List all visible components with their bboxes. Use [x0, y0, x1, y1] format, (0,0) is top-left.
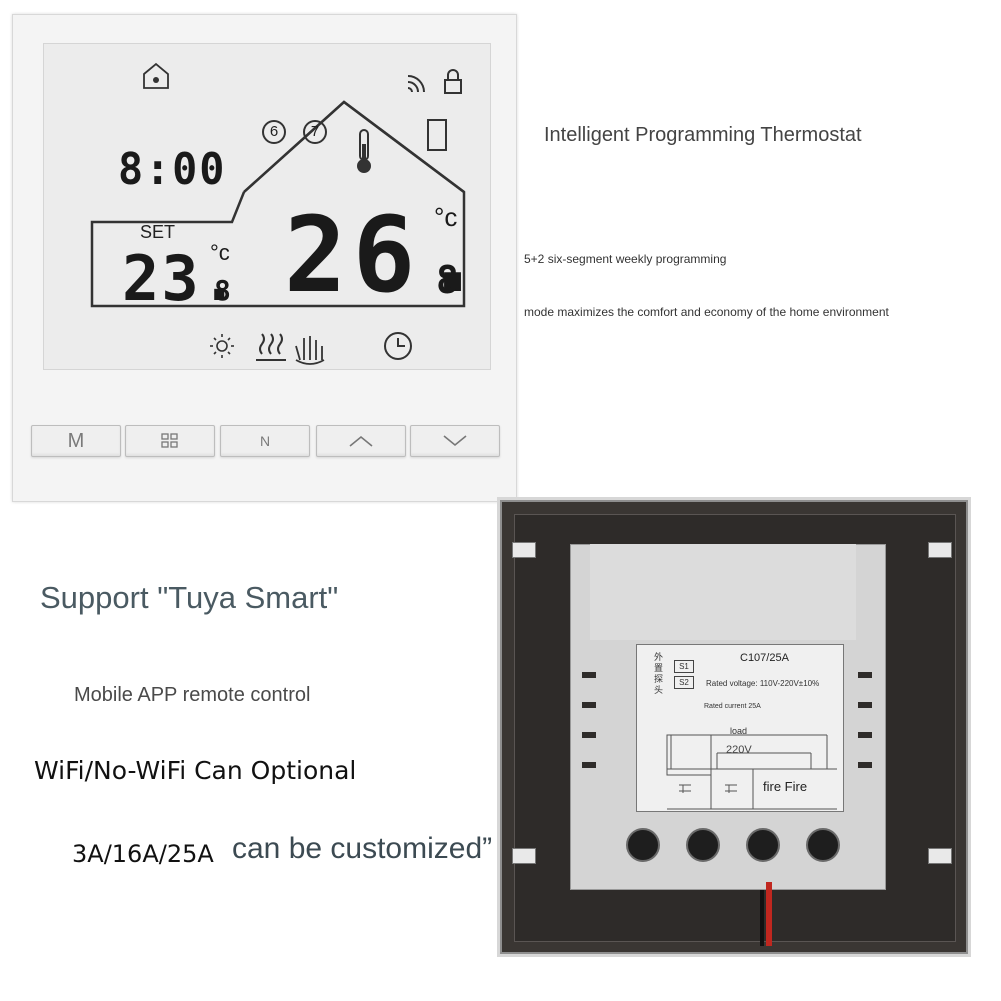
customizable-caption: can be customized”	[232, 832, 493, 865]
vent-fin	[582, 762, 596, 768]
mobile-app-caption: Mobile APP remote control	[74, 684, 311, 706]
terminal-screw	[626, 828, 660, 862]
s1-terminal-label: S1	[674, 660, 694, 673]
terminal-screw	[746, 828, 780, 862]
vent-fin	[858, 672, 872, 678]
set-temperature-value: 23.	[122, 242, 240, 315]
mounting-clip	[928, 848, 952, 864]
fire-label: fire Fire	[763, 779, 808, 794]
voltage-220-label: 220V	[726, 744, 752, 756]
mounting-clip	[512, 848, 536, 864]
vent-fin	[582, 702, 596, 708]
thermostat-front: 6 7 8:00 SET 23. 8 °c 26. 8 °c M N	[12, 14, 517, 502]
down-button[interactable]	[410, 425, 500, 457]
vent-fin	[582, 732, 596, 738]
relay-module-top	[590, 544, 856, 640]
vent-fin	[858, 762, 872, 768]
current-temperature-decimal: 8	[436, 258, 461, 302]
lcd-display: 6 7 8:00 SET 23. 8 °c 26. 8 °c	[43, 43, 491, 370]
clock-display: 8:00	[118, 144, 227, 195]
current-temperature-value: 26.	[284, 194, 490, 316]
chevron-down-icon	[443, 435, 467, 447]
current-temperature-unit: °c	[434, 202, 458, 232]
mounting-clip	[512, 542, 536, 558]
terminal-screw	[806, 828, 840, 862]
load-label: load	[730, 726, 748, 736]
current-options-caption: 3A/16A/25A	[72, 840, 214, 868]
description-line-1: 5+2 six-segment weekly programming	[524, 252, 727, 266]
clock-icon	[384, 332, 412, 360]
vent-fin	[858, 732, 872, 738]
product-title: Intelligent Programming Thermostat	[544, 124, 862, 146]
black-wire	[760, 890, 764, 946]
rated-voltage: Rated voltage: 110V-220V±10%	[706, 679, 820, 688]
manual-hand-icon	[295, 336, 325, 365]
lock-icon	[444, 69, 462, 94]
terminal-screw	[686, 828, 720, 862]
set-temperature-decimal: 8	[214, 274, 233, 307]
lcd-graphics	[90, 62, 466, 365]
home-away-icon	[143, 62, 169, 89]
set-temperature-unit: °c	[210, 240, 230, 265]
red-wire	[766, 882, 772, 946]
wiring-diagram	[666, 734, 837, 810]
wifi-option-caption: WiFi/No-WiFi Can Optional	[34, 756, 357, 785]
program-6-indicator: 6	[262, 120, 286, 144]
n-button[interactable]: N	[220, 425, 310, 457]
set-label: SET	[140, 222, 176, 242]
rating-label	[636, 644, 844, 812]
sensor-label-cn: 外置探头	[654, 652, 664, 695]
mounting-clip	[928, 542, 952, 558]
model-number: C107/25A	[740, 652, 789, 664]
tuya-support-heading: Support "Tuya Smart"	[40, 580, 339, 615]
description-line-2: mode maximizes the comfort and economy o…	[524, 305, 889, 319]
menu-button[interactable]	[125, 425, 215, 457]
menu-grid-icon	[161, 433, 178, 448]
program-7-indicator: 7	[303, 120, 327, 144]
up-button[interactable]	[316, 425, 406, 457]
chevron-up-icon	[349, 435, 373, 447]
rated-current: Rated current 25A	[704, 703, 761, 710]
vent-fin	[858, 702, 872, 708]
vent-fin	[582, 672, 596, 678]
sun-icon	[210, 334, 234, 358]
thermometer-icon	[357, 129, 371, 173]
wifi-icon	[407, 75, 425, 93]
heating-icon	[256, 333, 286, 361]
s2-terminal-label: S2	[674, 676, 694, 689]
mode-button[interactable]: M	[31, 425, 121, 457]
